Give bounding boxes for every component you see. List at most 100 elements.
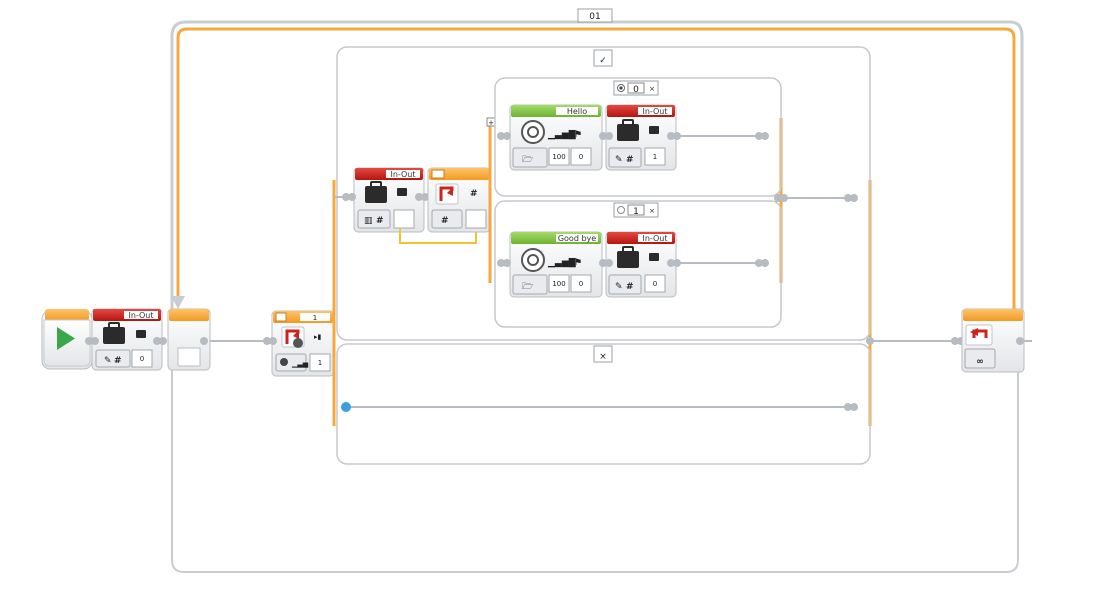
small-suitcase-icon — [649, 253, 659, 261]
pencil-icon: ✎ — [615, 155, 623, 165]
loop-name: 01 — [589, 12, 600, 22]
sound-mode-selector[interactable] — [512, 274, 548, 295]
loop-block[interactable]: 01 — [170, 8, 1024, 573]
case-1-value[interactable]: 1 — [633, 207, 639, 217]
write-numeric-mode-selector[interactable]: ✎ # — [608, 147, 642, 168]
inner-switch-block[interactable]: # # — [427, 167, 491, 233]
play-type-input[interactable]: 0 — [570, 274, 592, 293]
suitcase-icon — [617, 119, 639, 141]
cross-icon: × — [599, 352, 607, 362]
variable-value-input[interactable]: 1 — [644, 147, 666, 166]
numeric-icon: # — [470, 189, 478, 199]
suitcase-icon — [365, 181, 387, 203]
folder-icon: 🗁 — [522, 282, 533, 292]
add-case-icon: + — [488, 119, 494, 127]
numeric-icon: # — [626, 155, 634, 165]
infinity-icon: ∞ — [976, 357, 984, 367]
svg-text:0: 0 — [140, 355, 144, 363]
sound-block-hello[interactable]: Hello ▁▃▅▇ ⚑ 🗁 100 0 — [497, 104, 603, 171]
variable-name-label: In-Out — [390, 170, 415, 179]
case-0-tab[interactable]: 0 × — [613, 80, 659, 96]
play-icon — [57, 327, 75, 350]
numeric-icon: # — [114, 356, 122, 366]
variable-block-start[interactable]: In-Out ✎ # 0 — [85, 308, 167, 371]
write-numeric-mode-selector[interactable]: ✎ # — [95, 349, 131, 368]
compare-threshold-label: 1 — [313, 314, 317, 322]
variable-name-label: In-Out — [642, 107, 667, 116]
checkmark-icon: ✓ — [599, 56, 607, 66]
speaker-icon — [521, 248, 545, 272]
volume-input[interactable]: 100 — [548, 274, 570, 293]
sound-file-name: Good bye — [558, 234, 596, 243]
sound-block-goodbye[interactable]: Good bye ▁▃▅▇ ⚑ 🗁 100 0 — [497, 231, 603, 298]
variable-block-read[interactable]: In-Out ▥ # — [342, 167, 429, 233]
sensor-port-icon: ▸▮ — [314, 333, 322, 341]
read-icon: ▥ — [364, 216, 373, 226]
inner-case-0[interactable]: 0 × — [494, 77, 782, 197]
speaker-icon — [521, 120, 545, 144]
case-1-tab[interactable]: 1 × — [613, 202, 659, 218]
play-type-icon: ⚑ — [574, 130, 582, 140]
small-suitcase-icon — [136, 330, 146, 338]
numeric-mode-icon: # — [441, 216, 449, 226]
loop-end-block[interactable]: ∞ — [961, 308, 1032, 373]
signal-icon: ▁▃▅ — [291, 360, 309, 368]
svg-text:0: 0 — [653, 280, 657, 288]
variable-block-case1[interactable]: In-Out ✎ # 0 — [599, 231, 681, 298]
play-type-icon: ⚑ — [574, 258, 582, 268]
svg-text:1: 1 — [318, 359, 322, 367]
switch-mode-icon — [281, 326, 305, 348]
remove-case-icon[interactable]: × — [649, 207, 655, 215]
switch-false-tab[interactable] — [593, 345, 613, 363]
switch-mode-icon — [435, 183, 459, 205]
switch-false-case[interactable]: × — [336, 343, 871, 465]
default-case-radio[interactable] — [617, 206, 625, 214]
variable-value-input[interactable]: 0 — [644, 274, 666, 293]
inner-case-1[interactable]: 1 × — [494, 200, 782, 328]
loop-return-wire — [176, 27, 1016, 318]
numeric-icon: # — [376, 216, 384, 226]
data-wire — [399, 228, 477, 244]
read-numeric-mode-selector[interactable]: ▥ # — [357, 209, 391, 229]
switch-true-case[interactable]: ✓ — [336, 46, 871, 341]
loop-name-tab[interactable]: 01 — [577, 8, 613, 23]
svg-text:1: 1 — [653, 153, 657, 161]
program-start-block[interactable] — [41, 309, 93, 370]
loop-start-block[interactable] — [167, 308, 211, 371]
variable-output-plug[interactable] — [393, 209, 415, 229]
svg-text:0: 0 — [579, 153, 583, 161]
write-numeric-mode-selector[interactable]: ✎ # — [608, 274, 642, 295]
volume-input[interactable]: 100 — [548, 147, 570, 166]
loop-icon — [965, 324, 993, 346]
play-type-input[interactable]: 0 — [570, 147, 592, 166]
folder-icon: 🗁 — [522, 155, 533, 165]
svg-text:0: 0 — [579, 280, 583, 288]
pencil-icon: ✎ — [104, 356, 112, 366]
volume-icon: ▁▃▅▇ — [547, 129, 577, 140]
switch-true-tab[interactable] — [593, 49, 613, 67]
sound-mode-selector[interactable] — [512, 147, 548, 168]
numeric-icon: # — [626, 282, 634, 292]
suitcase-icon — [103, 322, 125, 344]
sound-file-name: Hello — [567, 107, 587, 116]
volume-icon: ▁▃▅▇ — [547, 257, 577, 268]
false-case-sequence-start[interactable] — [341, 402, 351, 412]
small-suitcase-icon — [649, 126, 659, 134]
case-0-value[interactable]: 0 — [633, 85, 639, 95]
variable-block-case0[interactable]: In-Out ✎ # 1 — [599, 104, 681, 171]
default-case-radio[interactable] — [617, 84, 625, 92]
svg-text:100: 100 — [552, 280, 565, 288]
loop-mode-selector[interactable] — [964, 348, 996, 369]
suitcase-icon — [617, 246, 639, 268]
switch-compare-block[interactable]: ▸▮ ▁▃▅ 1 1 — [263, 310, 335, 377]
pencil-icon: ✎ — [615, 282, 623, 292]
small-suitcase-icon — [397, 188, 407, 196]
switch-input-plug[interactable] — [465, 209, 487, 229]
variable-name-label: In-Out — [128, 311, 153, 320]
compare-value-input[interactable]: 1 — [309, 353, 331, 372]
variable-name-label: In-Out — [642, 234, 667, 243]
remove-case-icon[interactable]: × — [649, 85, 655, 93]
svg-text:100: 100 — [552, 153, 565, 161]
variable-value-input[interactable]: 0 — [131, 349, 153, 368]
compare-mode-icon — [280, 358, 288, 366]
